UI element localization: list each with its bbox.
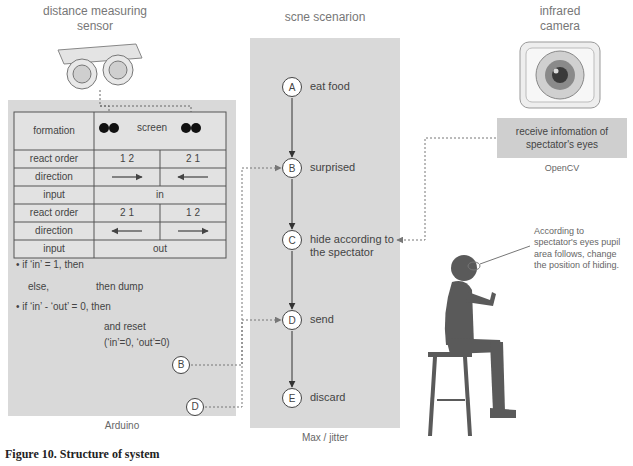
table-cell: formation <box>14 112 94 150</box>
rule-text: else, <box>28 280 49 294</box>
rule-text: then dump <box>96 280 143 294</box>
flow-arrow <box>292 98 293 157</box>
table-cell: direction <box>14 168 94 186</box>
signal-arrow <box>397 138 496 240</box>
step-letter: C <box>282 230 302 250</box>
infrared-camera <box>520 42 600 108</box>
annotation-note: According to spectator's eyes pupil area… <box>534 226 628 271</box>
step-letter: A <box>282 77 302 97</box>
eye-leader <box>468 246 530 270</box>
scene-step: Ediscard <box>282 388 345 408</box>
step-letter: D <box>282 310 302 330</box>
table-cell: input <box>14 186 94 204</box>
direction-arrow <box>112 177 208 231</box>
scene-step: Aeat food <box>282 77 350 97</box>
rule-text: • if ‘in’ = 1, then <box>16 258 84 272</box>
table-cell: direction <box>14 222 94 240</box>
table-cell: 2 1 <box>160 150 226 168</box>
figure-caption: Figure 10. Structure of system <box>5 447 160 462</box>
table-cell: 1 2 <box>94 150 160 168</box>
step-label: send <box>310 310 334 326</box>
table-cell: input <box>14 240 94 258</box>
rule-target-circle: B <box>172 356 190 374</box>
step-letter: B <box>282 158 302 178</box>
arduino-panel: ArduinoBD <box>8 100 236 416</box>
table-cell: react order <box>14 204 94 222</box>
band-heading: scne scenarion <box>250 10 400 24</box>
scene-step: Dsend <box>282 310 334 330</box>
table-cell: in <box>94 186 226 204</box>
rule-target-circle: D <box>186 398 204 416</box>
opencv-box: receive infomation of spectator's eyesOp… <box>497 118 627 158</box>
scene-step: Bsurprised <box>282 158 355 178</box>
system-label: Max / jitter <box>250 432 400 443</box>
component-title: distance measuring sensor <box>40 4 150 34</box>
table-cell: 2 1 <box>94 204 160 222</box>
rule-text: (‘in’=0, ‘out’=0) <box>104 336 170 350</box>
signal-arrow <box>191 168 281 365</box>
system-label: Arduino <box>8 420 236 431</box>
step-label: discard <box>310 388 345 404</box>
step-letter: E <box>282 388 302 408</box>
circle-letter: B <box>178 360 185 370</box>
table-cell: react order <box>14 150 94 168</box>
step-label: eat food <box>310 77 350 93</box>
system-label: OpenCV <box>497 162 627 175</box>
box-text: receive infomation of spectator's eyes <box>505 125 619 151</box>
component-title: infrared camera <box>524 4 596 34</box>
flow-arrow <box>292 251 293 309</box>
spectator-figure <box>428 255 516 436</box>
rule-text: and reset <box>104 320 146 334</box>
table-cell: screen <box>124 120 180 136</box>
signal-arrow <box>205 320 281 407</box>
scenario-band: scne scenarionMax / jitterAeat foodBsurp… <box>250 38 400 428</box>
flow-arrow <box>292 331 293 387</box>
distance-sensor <box>58 44 142 89</box>
formation-table <box>14 112 226 258</box>
sensor-wires <box>100 90 191 122</box>
scene-step: Chide according to the spectator <box>282 230 394 259</box>
step-label: surprised <box>310 158 355 174</box>
rule-text: • if ‘in’ - ‘out’ = 0, then <box>16 300 111 314</box>
step-label: hide according to the spectator <box>310 230 394 259</box>
circle-letter: D <box>191 402 198 412</box>
flow-arrow <box>292 179 293 229</box>
table-cell: out <box>94 240 226 258</box>
table-cell: 1 2 <box>160 204 226 222</box>
